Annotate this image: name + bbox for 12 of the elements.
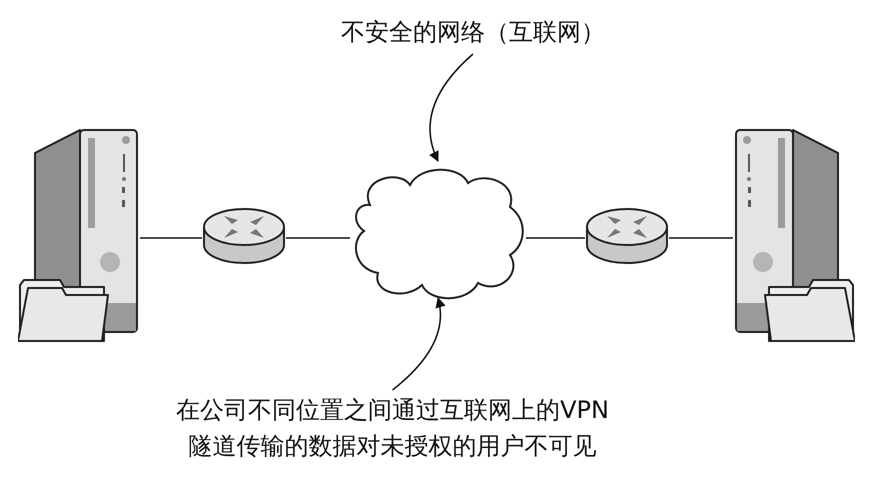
note-text: 在公司不同位置之间通过互联网上的VPN隧道传输的数据对未授权的用户不可见 [165, 392, 620, 464]
connection-line [286, 237, 350, 239]
note-text: 不安全的网络（互联网） [318, 14, 628, 50]
connection-line [526, 237, 585, 239]
computer-drawing [733, 127, 855, 343]
router-drawing [202, 206, 286, 266]
connection-line [140, 237, 202, 239]
computer-drawing [18, 127, 140, 343]
arrow [429, 53, 474, 162]
connection-line [669, 237, 733, 239]
router-drawing [585, 206, 669, 266]
arrow [392, 296, 446, 391]
